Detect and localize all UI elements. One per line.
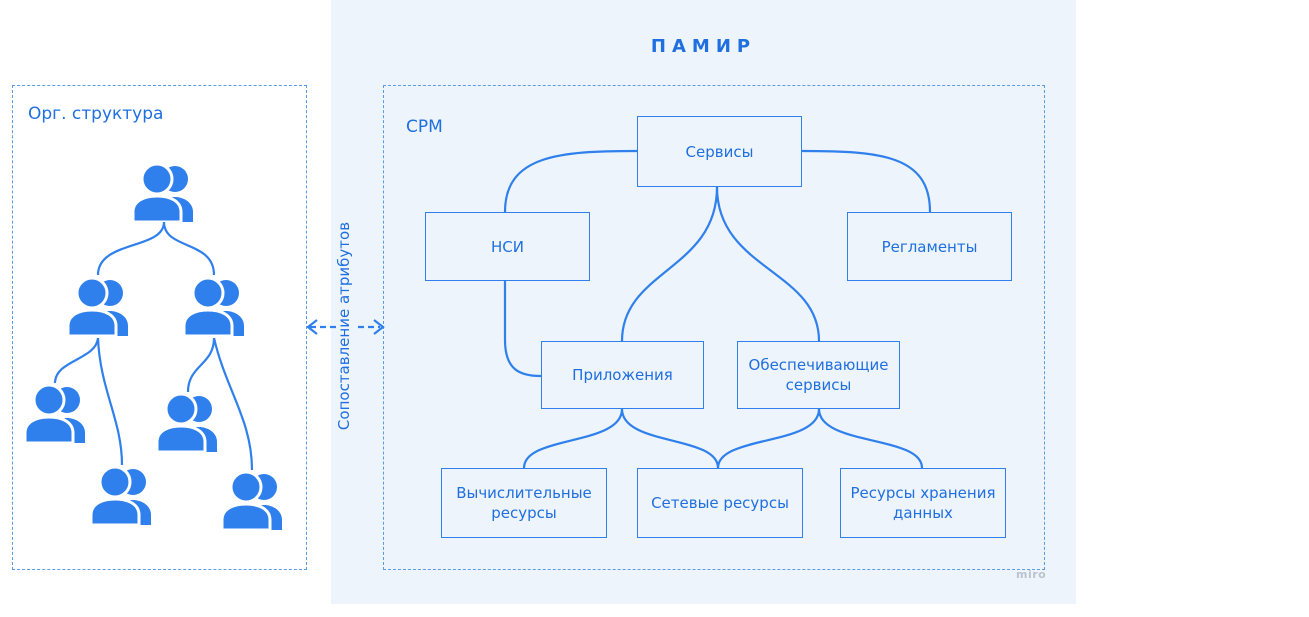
org-structure-frame bbox=[12, 85, 307, 570]
node-compute-resources[interactable]: Вычислительные ресурсы bbox=[441, 468, 607, 538]
org-edge-l1 bbox=[53, 337, 100, 384]
diagram-title: ПАМИР bbox=[650, 36, 757, 57]
edge-services-support bbox=[715, 186, 821, 342]
edge-support-network bbox=[716, 408, 821, 469]
node-services[interactable]: Сервисы bbox=[637, 116, 802, 187]
edge-services-nsi bbox=[503, 149, 638, 213]
edge-support-storage bbox=[817, 408, 924, 469]
org-structure-label: Орг. структура bbox=[28, 104, 164, 124]
node-network-resources[interactable]: Сетевые ресурсы bbox=[637, 468, 803, 538]
edge-services-reglaments bbox=[801, 149, 932, 213]
org-edge-root-right bbox=[162, 221, 216, 276]
attribute-mapping-label: Сопоставление атрибутов bbox=[335, 221, 353, 431]
miro-watermark: miro bbox=[1016, 568, 1047, 581]
person-icon-right-child-2 bbox=[220, 470, 282, 530]
cpm-label: CPM bbox=[406, 117, 443, 137]
person-icon-left bbox=[66, 276, 128, 336]
person-icon-right-child-1 bbox=[155, 392, 217, 452]
person-icon-left-child-1 bbox=[23, 383, 85, 443]
person-icon-right bbox=[182, 276, 244, 336]
edge-apps-network bbox=[620, 408, 720, 469]
org-edge-r2 bbox=[212, 337, 254, 471]
edge-apps-compute bbox=[522, 408, 624, 469]
arrow-left-head bbox=[306, 319, 318, 335]
arrow-right-head bbox=[373, 319, 385, 335]
person-icon-left-child-2 bbox=[89, 465, 151, 525]
org-edge-l2 bbox=[96, 337, 124, 466]
edge-services-apps bbox=[620, 186, 719, 342]
org-edge-r1 bbox=[186, 337, 216, 393]
node-reglaments[interactable]: Регламенты bbox=[847, 212, 1012, 281]
node-support-services[interactable]: Обеспечивающие сервисы bbox=[737, 341, 900, 409]
node-nsi[interactable]: НСИ bbox=[425, 212, 590, 281]
person-icon-root bbox=[131, 162, 193, 222]
edge-nsi-apps bbox=[503, 281, 542, 378]
org-edge-root-left bbox=[96, 221, 166, 276]
node-storage-resources[interactable]: Ресурсы хранения данных bbox=[840, 468, 1006, 538]
node-apps[interactable]: Приложения bbox=[541, 341, 704, 409]
